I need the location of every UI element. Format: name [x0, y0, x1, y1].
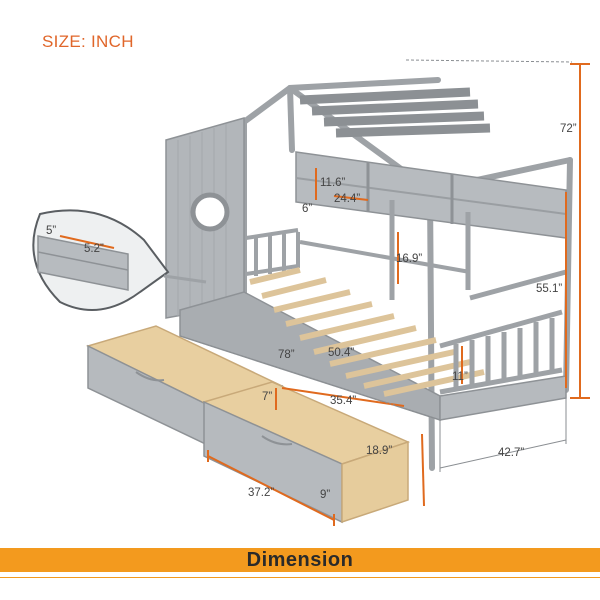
banner-underline: [0, 577, 600, 578]
side-panel: [165, 117, 245, 319]
shelf-depth-label: 6”: [302, 203, 312, 215]
shelf-height-label: 11.6”: [320, 177, 346, 189]
drawer-outer-height-label: 9”: [320, 489, 330, 501]
roof-slats: [299, 87, 491, 138]
detail-a-label: 5”: [46, 225, 56, 237]
porthole-window: [190, 192, 230, 232]
headboard-gap-label: 16.9”: [396, 253, 422, 265]
detail-b-label: 5.2”: [84, 243, 104, 255]
banner-title: Dimension: [246, 548, 354, 571]
reference-lines: [179, 59, 573, 472]
size-unit-label: SIZE: INCH: [42, 32, 134, 51]
drawer-total-length-label: 37.2”: [248, 487, 274, 499]
bed-length-label: 78”: [278, 349, 295, 361]
headboard-shelves: [295, 151, 567, 300]
overall-height-label: 72”: [560, 123, 577, 135]
drawer-depth-label: 18.9”: [366, 445, 392, 457]
foot-guard-rail: [439, 269, 567, 395]
drawer-inner-height-label: 7”: [262, 391, 272, 403]
drawer-handle: [135, 371, 165, 382]
bed-side-height-label: 55.1”: [536, 283, 562, 295]
drawer-right: [201, 381, 411, 524]
width-label: 42.7”: [498, 447, 524, 459]
dimension-lines: [59, 63, 590, 526]
bed-frame: [179, 291, 567, 422]
headboard-rails: [245, 228, 471, 276]
shelf-width-label: 24.4”: [334, 193, 360, 205]
drawer-length-label: 35.4”: [330, 395, 356, 407]
detail-callout: [32, 209, 207, 311]
dimension-banner: Dimension: [0, 548, 600, 572]
rail-height-label: 11”: [452, 371, 468, 383]
slat-length-label: 50.4”: [328, 347, 354, 359]
bed-slats: [249, 267, 485, 397]
drawer-handle: [261, 435, 293, 446]
